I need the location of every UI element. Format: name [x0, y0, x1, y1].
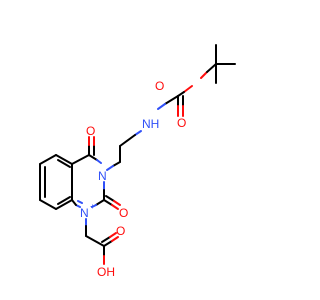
atom-label-nh: NH: [142, 117, 159, 131]
bond: [55, 199, 73, 210]
benzo-ring: [39, 154, 73, 210]
tert-butyl-group: [200, 44, 236, 84]
bond: [55, 154, 73, 165]
bond: [109, 232, 117, 238]
acetic-acid-group: [85, 218, 119, 265]
bond: [39, 199, 57, 210]
bond: [95, 199, 105, 206]
bond: [77, 200, 83, 204]
bond: [111, 204, 119, 210]
atom-label-o-c4: O: [86, 124, 95, 138]
atom-label-o-carbamate-carbonyl: O: [177, 116, 186, 130]
atom-label-n3: N: [98, 169, 107, 183]
charge-label-n1: +: [90, 202, 95, 211]
bond: [105, 195, 115, 202]
bond: [71, 154, 90, 165]
bond: [206, 63, 217, 73]
carbamate-group: [157, 85, 193, 117]
quinazoline-ring: [71, 136, 121, 210]
bond: [57, 196, 71, 205]
bond: [134, 130, 142, 136]
atom-label-o-c2: O: [119, 206, 128, 220]
bond: [183, 85, 193, 93]
bond: [164, 95, 179, 105]
structure-diagram: O O NH O N O N + O OH: [0, 0, 300, 300]
atom-label-o-acid: O: [116, 224, 125, 238]
bond: [103, 240, 113, 247]
bond: [88, 154, 98, 161]
bond: [111, 236, 119, 242]
bond: [106, 165, 114, 171]
bond: [177, 91, 185, 97]
bond: [103, 199, 113, 206]
bond: [157, 103, 166, 110]
bond: [91, 204, 97, 208]
ethyl-linker: [106, 130, 142, 171]
bond: [96, 159, 102, 164]
bond: [113, 200, 121, 206]
bond: [57, 159, 71, 168]
bond: [71, 199, 77, 206]
bond: [39, 154, 57, 165]
background: [0, 0, 300, 300]
molecule-canvas: O O NH O N O N + O OH: [0, 0, 300, 300]
bond: [200, 71, 208, 79]
bond: [119, 134, 136, 147]
atom-label-o-carbamate-ester: O: [155, 79, 164, 93]
bond: [112, 161, 121, 167]
atom-label-oh-acid: OH: [97, 265, 115, 279]
bond: [85, 235, 105, 247]
atom-label-n1: N: [80, 206, 89, 220]
bond: [101, 236, 111, 243]
